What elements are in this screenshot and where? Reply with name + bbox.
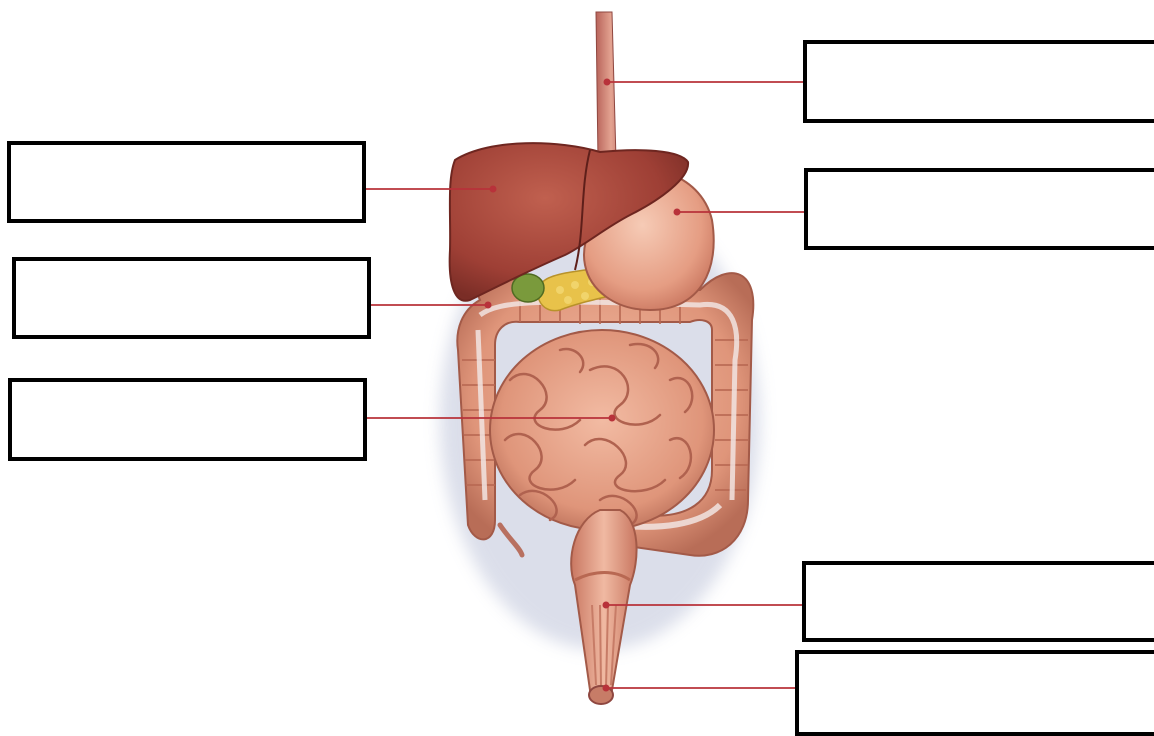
label-box-anus[interactable] [795,650,1154,736]
label-box-liver[interactable] [7,141,366,223]
label-box-stomach[interactable] [804,168,1154,250]
label-box-esophagus[interactable] [803,40,1154,123]
label-box-rectum[interactable] [802,561,1154,642]
rectum [571,510,636,690]
label-box-small-intestine[interactable] [8,378,367,461]
small-intestine [490,330,714,530]
gallbladder [512,274,544,302]
label-box-gallbladder[interactable] [12,257,371,339]
